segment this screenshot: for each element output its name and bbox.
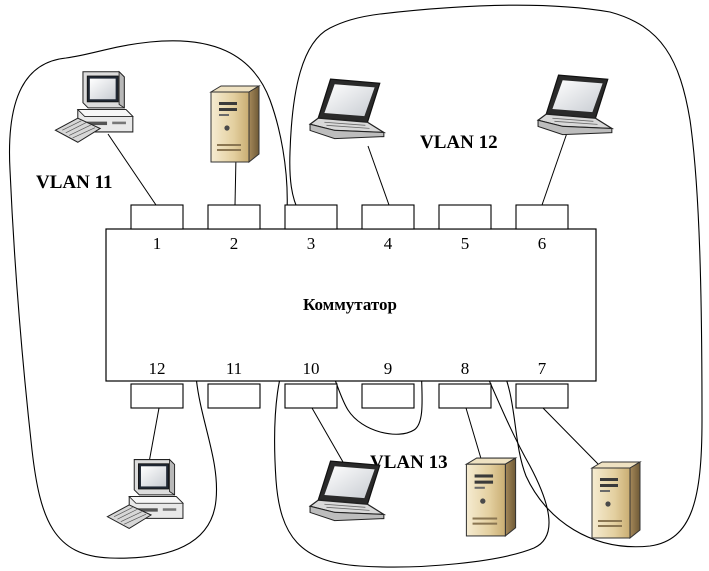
link-port-4: [367, 145, 390, 206]
vlan-13-label: VLAN 13: [370, 452, 448, 473]
port-number-3: 3: [307, 234, 316, 253]
port-number-5: 5: [461, 234, 470, 253]
port-number-12: 12: [149, 359, 166, 378]
switch-label: Коммутатор: [303, 295, 397, 314]
port-1-box[interactable]: [130, 204, 184, 230]
link-port-1: [107, 133, 157, 206]
port-7-box[interactable]: [515, 383, 569, 409]
vlan-11-boundary: [8, 40, 288, 559]
vlan-13-boundary: [274, 321, 550, 568]
port-3-box[interactable]: [284, 204, 338, 230]
port-4-box[interactable]: [361, 204, 415, 230]
desktop-pc-icon[interactable]: [54, 71, 134, 143]
link-port-12: [147, 407, 160, 469]
vlan-11-label: VLAN 11: [36, 172, 113, 193]
top-ports: [130, 204, 569, 230]
laptop-icon[interactable]: [309, 78, 385, 140]
link-port-7: [542, 407, 601, 467]
port-8-box[interactable]: [438, 383, 492, 409]
link-port-6: [541, 129, 569, 206]
port-number-11: 11: [226, 359, 242, 378]
connection-lines: [107, 129, 601, 469]
port-number-8: 8: [461, 359, 470, 378]
port-9-box[interactable]: [361, 383, 415, 409]
server-icon[interactable]: [210, 85, 260, 163]
port-number-2: 2: [230, 234, 239, 253]
port-number-6: 6: [538, 234, 547, 253]
port-number-7: 7: [538, 359, 547, 378]
link-port-10: [311, 407, 344, 463]
port-number-9: 9: [384, 359, 393, 378]
port-number-4: 4: [384, 234, 393, 253]
server-icon[interactable]: [591, 461, 641, 539]
port-number-10: 10: [303, 359, 320, 378]
switch-body: [105, 228, 597, 382]
port-6-box[interactable]: [515, 204, 569, 230]
bottom-ports: [130, 383, 569, 409]
port-11-box[interactable]: [207, 383, 261, 409]
port-10-box[interactable]: [284, 383, 338, 409]
server-icon[interactable]: [465, 457, 517, 537]
port-12-box[interactable]: [130, 383, 184, 409]
vlan-12-label: VLAN 12: [420, 132, 498, 153]
link-port-8: [465, 407, 483, 463]
laptop-icon[interactable]: [309, 460, 385, 522]
port-number-1: 1: [153, 234, 162, 253]
desktop-pc-icon[interactable]: [106, 459, 184, 529]
laptop-icon[interactable]: [537, 74, 613, 136]
port-5-box[interactable]: [438, 204, 492, 230]
link-port-2: [234, 155, 237, 206]
port-2-box[interactable]: [207, 204, 261, 230]
